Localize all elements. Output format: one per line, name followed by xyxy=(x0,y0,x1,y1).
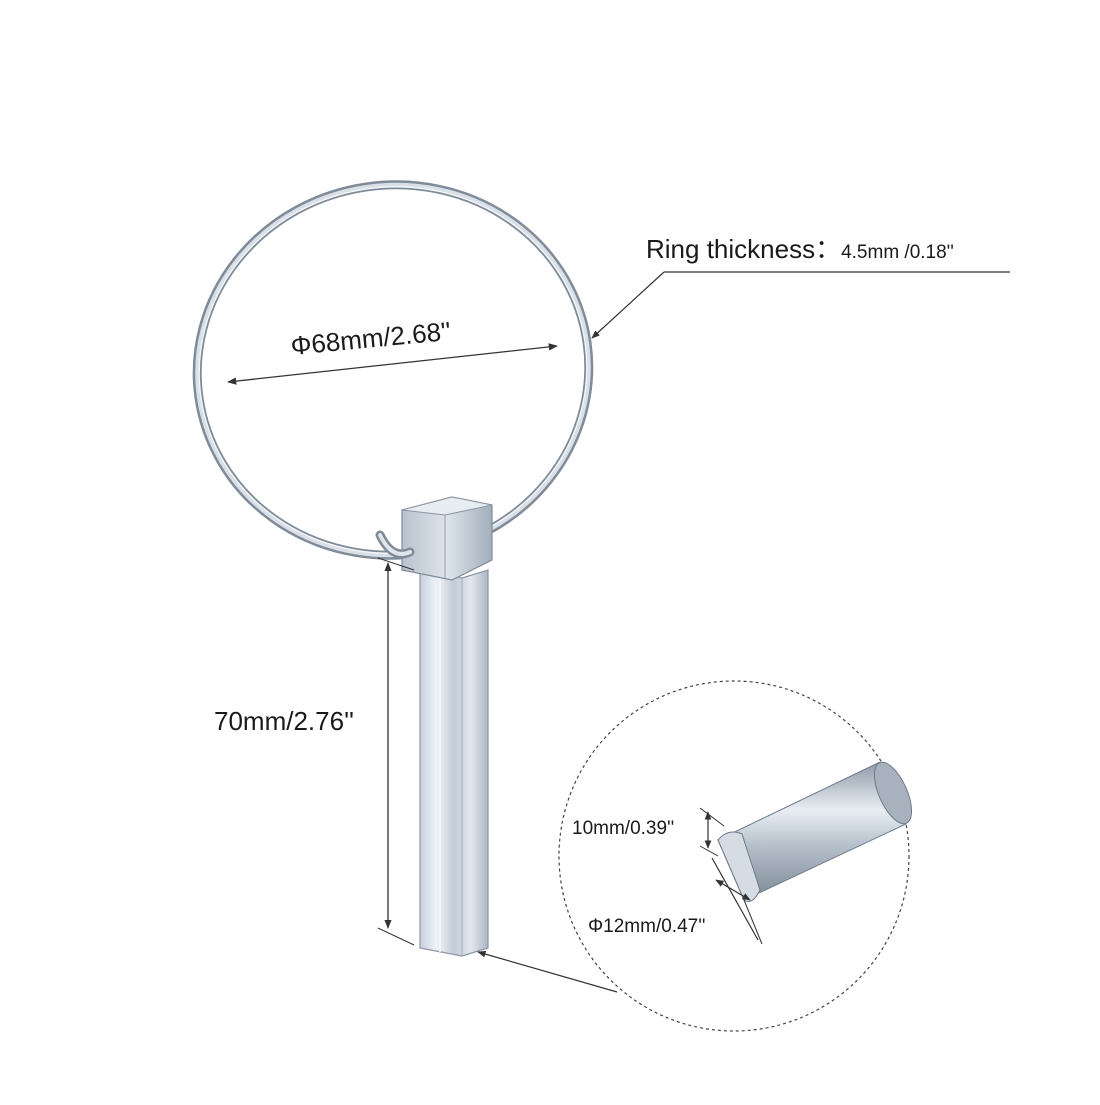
ring-thickness-name: Ring thickness： xyxy=(646,234,842,264)
pin-width-dimension xyxy=(699,807,725,857)
rod-end-detail xyxy=(717,761,913,903)
pin-length-dimension xyxy=(377,557,415,946)
pin-length-label: 70mm/2.76'' xyxy=(214,706,354,736)
pin-diameter-dimension xyxy=(711,857,763,945)
ring-thickness-value: 4.5mm /0.18'' xyxy=(841,242,954,263)
ring-thickness-label: Ring thickness：4.5mm /0.18'' xyxy=(646,236,954,262)
pin xyxy=(375,496,493,957)
ring-diameter-dimension xyxy=(227,343,558,385)
pin-diameter-label: Φ12mm/0.47'' xyxy=(588,916,706,937)
ring xyxy=(192,180,594,560)
ring-thickness-leader xyxy=(591,271,1010,339)
detail-zoom-circle xyxy=(477,680,910,1032)
pin-width-label: 10mm/0.39'' xyxy=(572,818,675,839)
